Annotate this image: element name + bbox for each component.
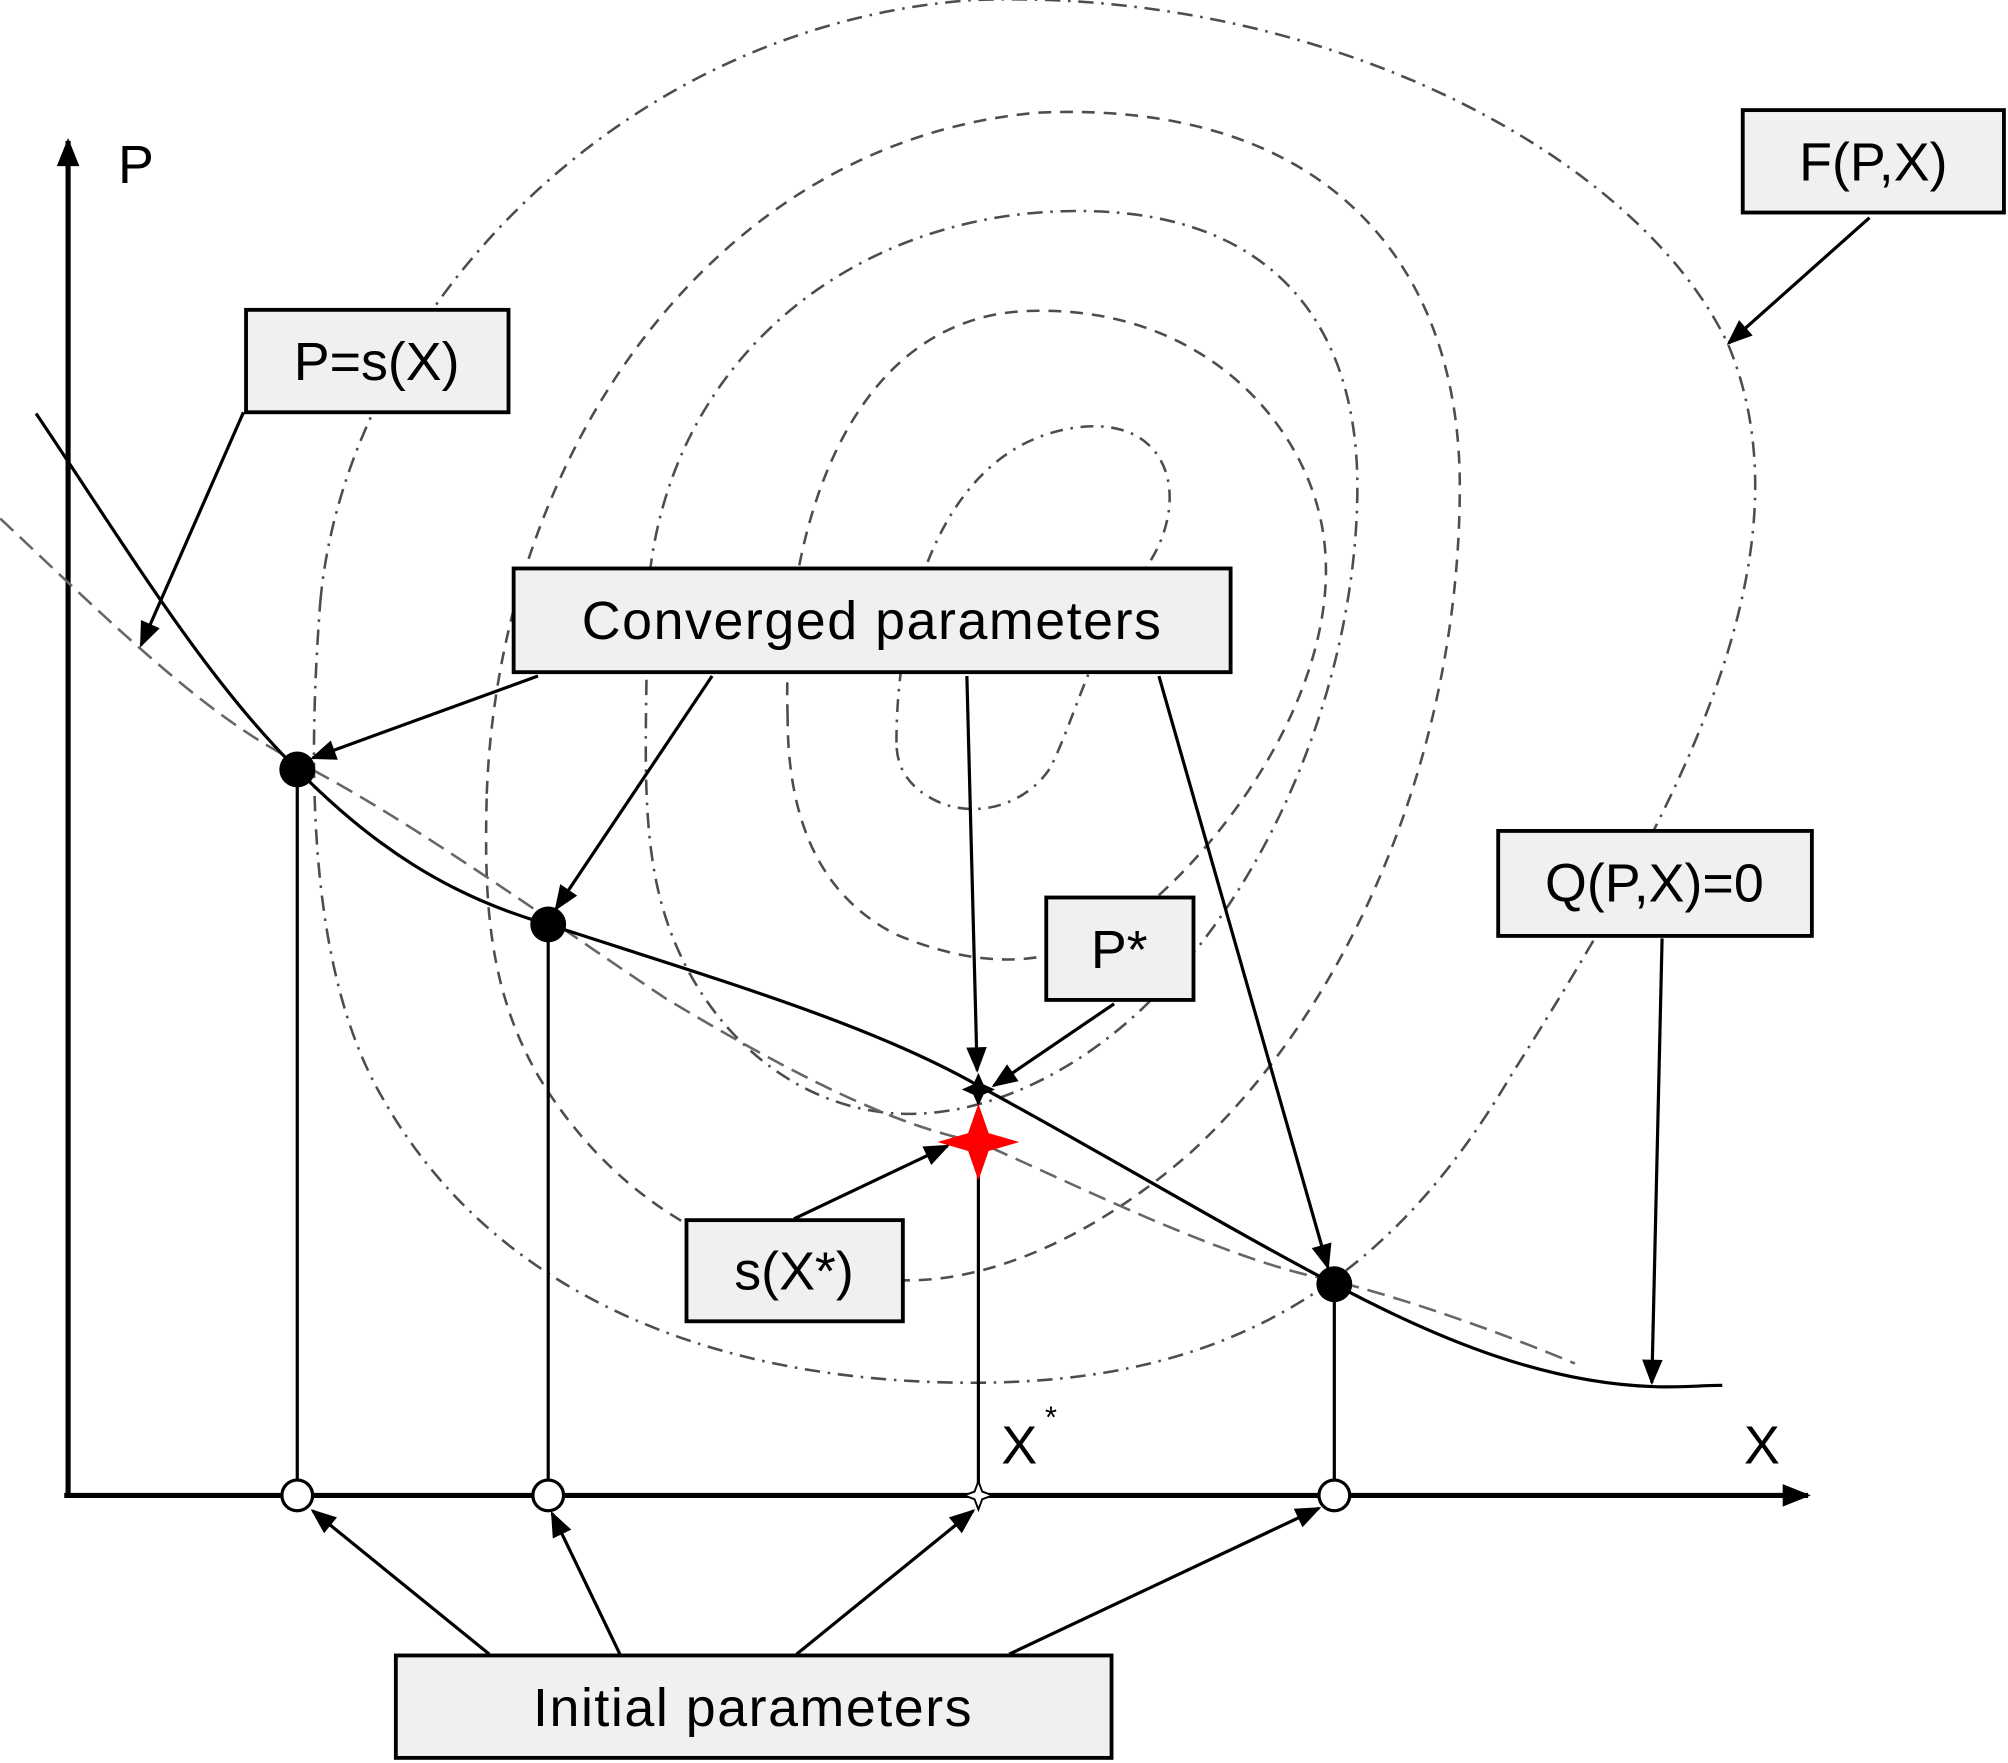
arrow-fpx [1726, 216, 1871, 345]
contour-3 [644, 209, 1359, 1116]
axes: P X X * [56, 135, 1811, 1507]
initial-point-3-star-icon [961, 1478, 996, 1513]
initial-label: Initial parameters [533, 1678, 973, 1738]
arrow-surrogate [139, 411, 245, 648]
arrow-constraint [1642, 938, 1664, 1386]
converged-point-3-star-icon [961, 1072, 996, 1107]
arrow-converged-3 [965, 675, 987, 1073]
contour-outer [312, 0, 1757, 1385]
annotation-arrows [139, 216, 1871, 1656]
objective-contours [312, 0, 1757, 1385]
x-axis-label: X [1744, 1415, 1780, 1475]
red-four-point-star-icon [937, 1103, 1020, 1181]
converged-point-1 [279, 751, 316, 788]
arrow-converged-2 [554, 675, 714, 912]
arrow-converged-4 [1157, 675, 1332, 1270]
converged-label-box: Converged parameters [511, 566, 1233, 675]
constraint-curve [34, 412, 1723, 1389]
objective-label: F(P,X) [1799, 133, 1947, 193]
objective-label-box: F(P,X) [1740, 108, 2006, 215]
surrogate-label-box: P=s(X) [244, 307, 511, 415]
converged-label: Converged parameters [582, 591, 1163, 651]
arrow-initial-4 [1008, 1506, 1322, 1656]
constraint-label: Q(P,X)=0 [1545, 853, 1764, 913]
surrogate-label: P=s(X) [294, 332, 460, 392]
initial-point-4 [1317, 1478, 1352, 1513]
contour-2 [785, 309, 1328, 961]
initial-point-2 [531, 1478, 566, 1513]
initial-label-box: Initial parameters [393, 1653, 1114, 1760]
x-star-superscript: * [1045, 1400, 1057, 1435]
optimum-label: P* [1091, 920, 1148, 980]
arrow-converged-1 [310, 674, 539, 760]
surrogate-opt-label-box: s(X*) [684, 1218, 905, 1324]
label-boxes: F(P,X) P=s(X) Converged parameters P* Q(… [244, 108, 2006, 1760]
x-star-label: X [1001, 1415, 1037, 1475]
optimum-label-box: P* [1044, 895, 1196, 1002]
y-axis-label: P [118, 135, 154, 195]
arrow-surrogate-opt [793, 1144, 950, 1221]
arrow-initial-1 [310, 1509, 491, 1656]
projection-lines [295, 769, 1336, 1496]
arrow-optimum [991, 1002, 1116, 1088]
converged-point-4 [1316, 1266, 1353, 1303]
arrow-initial-3 [795, 1509, 976, 1656]
points [279, 751, 1353, 1513]
initial-point-1 [280, 1478, 315, 1513]
constraint-label-box: Q(P,X)=0 [1496, 829, 1814, 938]
converged-point-2 [530, 906, 567, 943]
arrow-initial-2 [550, 1511, 622, 1655]
surrogate-opt-label: s(X*) [734, 1241, 853, 1301]
contour-4 [484, 110, 1462, 1282]
surrogate-curve [0, 517, 1576, 1365]
